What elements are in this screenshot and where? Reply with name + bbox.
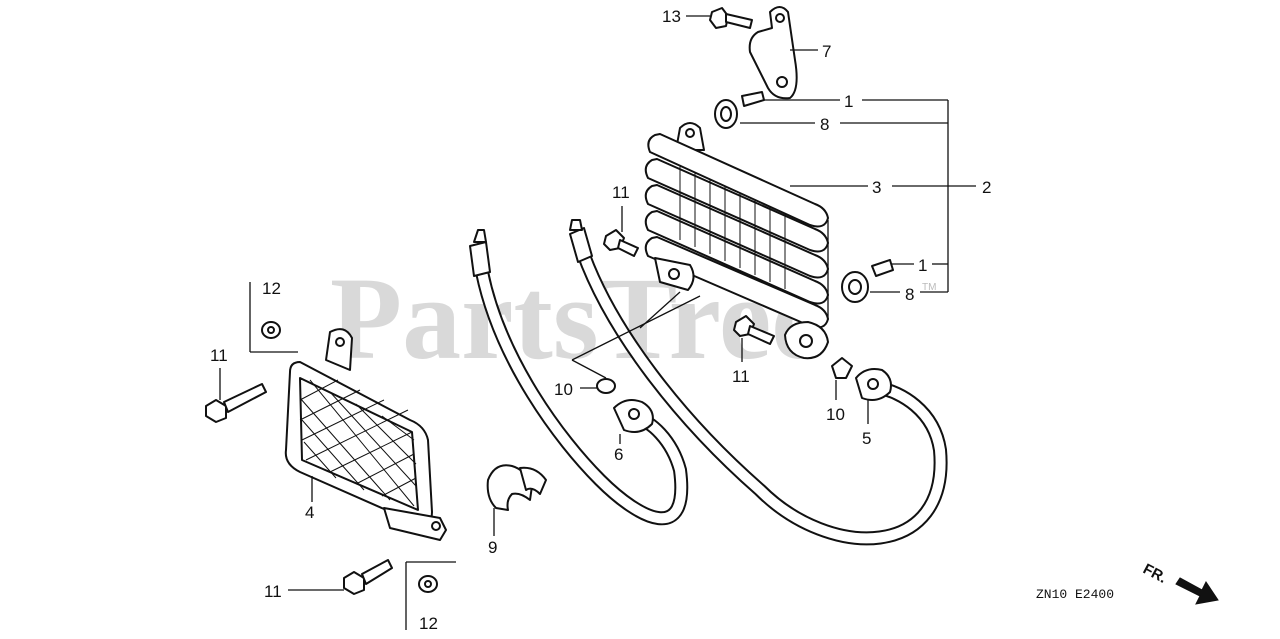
callout-11-upper: 11 [612,183,630,202]
callout-12-lower: 12 [419,614,438,633]
bracket-part-7 [748,6,798,100]
diagram-code: ZN10 E2400 [1036,587,1114,602]
callout-labels: 13 7 1 8 3 2 1 8 11 11 10 5 10 6 9 4 11 … [210,7,991,633]
hose-part-6 [469,229,689,526]
callout-4: 4 [305,503,314,522]
callout-11-bottom: 11 [264,582,282,601]
callout-9: 9 [488,538,497,557]
bolt-part-11-left [205,383,267,423]
callout-6: 6 [614,445,623,464]
callout-12-upper: 12 [262,279,281,298]
callout-11-left: 11 [210,346,228,365]
bolt-part-11-lower [733,315,775,345]
front-arrow-icon [1175,577,1219,605]
guard-part-4 [284,328,447,541]
callout-3: 3 [872,178,881,197]
clip-part-9 [486,464,547,511]
callout-10-left: 10 [554,380,573,399]
callout-10-right: 10 [826,405,845,424]
callout-8-top: 8 [820,115,829,134]
washer-part-12-upper [261,321,281,339]
front-label: FR. [1140,561,1169,587]
washer-part-12-lower [418,575,438,593]
callout-2: 2 [982,178,991,197]
oil-cooler-part-3 [644,122,829,360]
leader-lines [219,15,976,630]
washer-part-10-left [596,378,616,394]
bolt-part-13 [709,7,753,29]
bolt-part-11-upper [603,229,639,257]
callout-7: 7 [822,42,831,61]
callout-1-top: 1 [844,92,853,111]
front-direction-indicator: FR. [1140,561,1219,605]
callout-11-lower: 11 [732,367,750,386]
hose-part-5 [569,219,948,546]
callout-13: 13 [662,7,681,26]
callout-1-right: 1 [918,256,927,275]
callout-5: 5 [862,429,871,448]
bolt-part-11-bottom [343,559,393,595]
watermark-trademark: TM [922,282,936,293]
washer-part-10-right [831,357,853,379]
callout-8-right: 8 [905,285,914,304]
collar-grommet-right [841,259,894,303]
